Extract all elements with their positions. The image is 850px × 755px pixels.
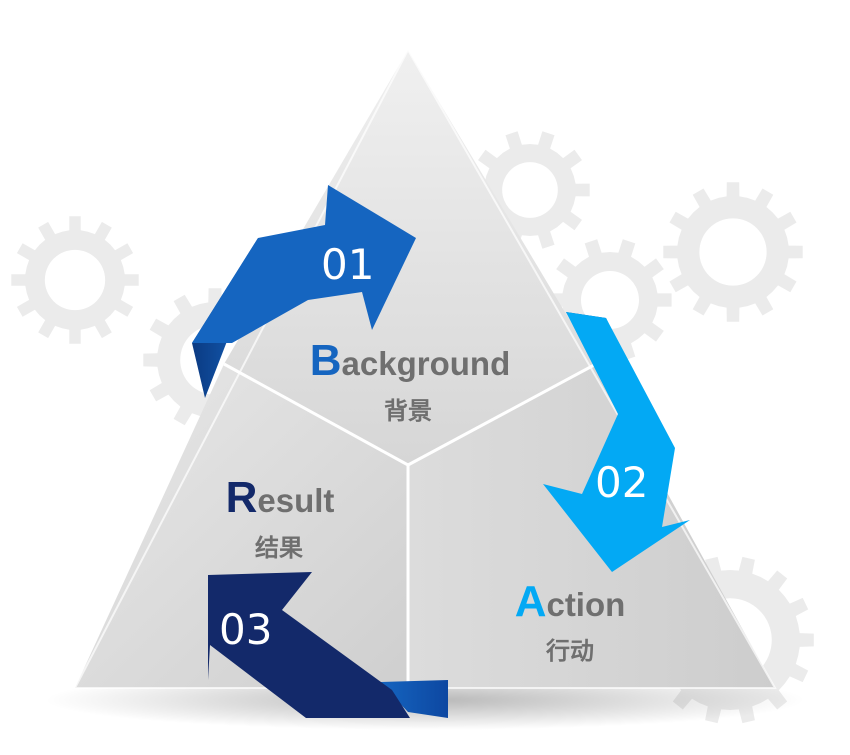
label-background: Background 背景 <box>310 336 510 425</box>
face-result <box>75 364 408 688</box>
step-number-03: 03 <box>219 605 272 654</box>
label-result-subtitle: 结果 <box>255 534 303 562</box>
label-action-subtitle: 行动 <box>545 637 594 665</box>
face-background <box>224 50 596 465</box>
arrow-01-body <box>192 185 416 343</box>
label-action: Action 行动 <box>515 577 626 665</box>
arrow-03-body <box>208 572 410 718</box>
gear-icon <box>663 182 803 322</box>
arrow-03-fold <box>380 680 448 718</box>
step-number-02: 02 <box>595 458 648 507</box>
gear-icon <box>11 216 139 344</box>
label-background-title: Background <box>310 336 510 385</box>
label-result-title: Result <box>226 473 335 522</box>
arrow-step-03: 03 <box>208 572 448 718</box>
step-number-01: 01 <box>321 240 374 289</box>
label-action-title: Action <box>515 577 626 626</box>
arrow-step-02: 02 <box>543 312 690 572</box>
arrow-02-body <box>543 312 690 572</box>
label-result: Result 结果 <box>226 473 335 562</box>
label-background-subtitle: 背景 <box>384 397 432 425</box>
arrow-step-01: 01 <box>192 185 416 398</box>
